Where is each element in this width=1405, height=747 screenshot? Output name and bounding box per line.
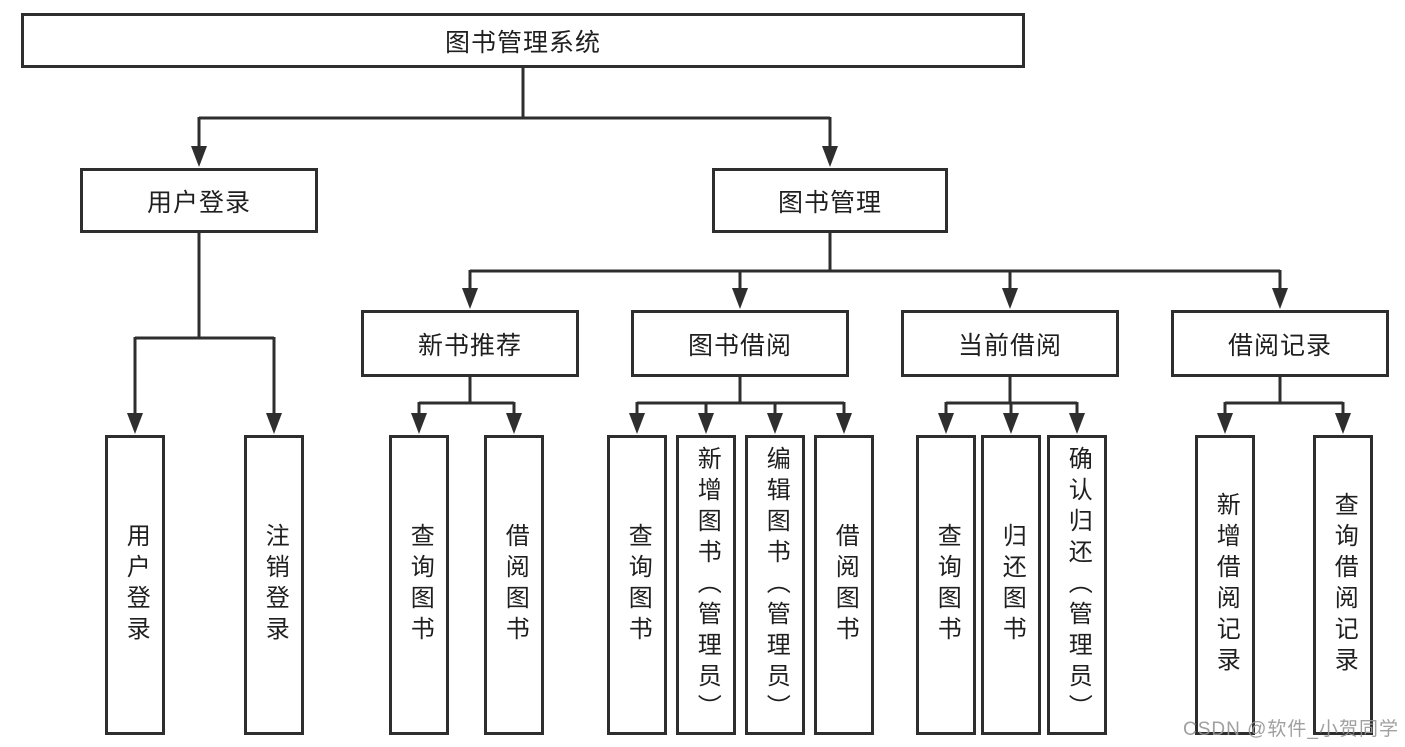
node-user-login: 用户登录 [80, 168, 318, 233]
node-borrowing-records: 借阅记录 [1171, 310, 1389, 377]
leaf-borrow-books-2: 借阅图书 [814, 435, 874, 735]
leaf-query-books-2: 查询图书 [607, 435, 667, 735]
leaf-logout-label: 注销登录 [261, 523, 289, 647]
node-current-borrowing-label: 当前借阅 [957, 331, 1062, 360]
node-library-system-label: 图书管理系统 [444, 28, 601, 57]
leaf-add-borrow-record-label: 新增借阅记录 [1212, 492, 1240, 678]
leaf-add-books-admin-label: 新增图书（管理员） [693, 445, 721, 725]
leaf-query-books-1-label: 查询图书 [406, 523, 434, 647]
leaf-borrow-books-1: 借阅图书 [484, 435, 544, 735]
leaf-query-books-3: 查询图书 [916, 435, 976, 735]
node-book-management-label: 图书管理 [777, 188, 882, 217]
leaf-add-borrow-record: 新增借阅记录 [1195, 435, 1255, 735]
leaf-user-login: 用户登录 [105, 435, 165, 735]
leaf-query-books-3-label: 查询图书 [933, 523, 961, 647]
node-new-book-recommendation-label: 新书推荐 [417, 331, 522, 360]
leaf-return-books: 归还图书 [981, 435, 1041, 735]
leaf-edit-books-admin-label: 编辑图书（管理员） [762, 445, 790, 725]
leaf-add-books-admin: 新增图书（管理员） [676, 435, 736, 735]
leaf-logout: 注销登录 [244, 435, 304, 735]
leaf-query-borrow-record: 查询借阅记录 [1313, 435, 1373, 735]
node-book-borrowing: 图书借阅 [631, 310, 849, 377]
leaf-return-books-label: 归还图书 [998, 523, 1026, 647]
leaf-query-books-1: 查询图书 [389, 435, 449, 735]
leaf-confirm-return-admin: 确认归还（管理员） [1047, 435, 1107, 735]
arrowheads [127, 146, 1351, 434]
leaf-edit-books-admin: 编辑图书（管理员） [745, 435, 805, 735]
node-borrowing-records-label: 借阅记录 [1227, 331, 1332, 360]
leaf-query-books-2-label: 查询图书 [624, 523, 652, 647]
node-current-borrowing: 当前借阅 [901, 310, 1119, 377]
node-book-borrowing-label: 图书借阅 [687, 331, 792, 360]
node-book-management: 图书管理 [712, 168, 948, 233]
leaf-borrow-books-2-label: 借阅图书 [831, 523, 859, 647]
leaf-borrow-books-1-label: 借阅图书 [501, 523, 529, 647]
node-new-book-recommendation: 新书推荐 [361, 310, 579, 377]
leaf-query-borrow-record-label: 查询借阅记录 [1330, 492, 1358, 678]
leaf-user-login-label: 用户登录 [122, 523, 150, 647]
csdn-watermark: CSDN @软件_小贺同学 [1183, 719, 1399, 740]
node-library-system: 图书管理系统 [21, 13, 1025, 68]
node-user-login-label: 用户登录 [146, 188, 251, 217]
leaf-confirm-return-admin-label: 确认归还（管理员） [1064, 445, 1092, 725]
